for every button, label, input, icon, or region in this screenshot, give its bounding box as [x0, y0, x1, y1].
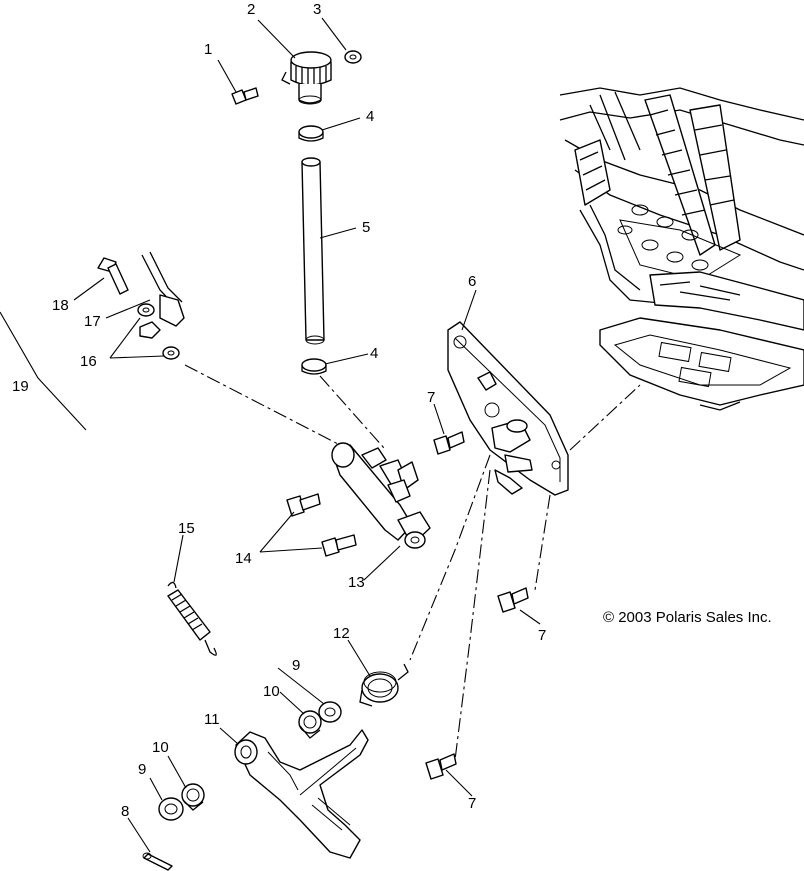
bolt-1: [231, 87, 259, 105]
callout-11: 11: [204, 711, 220, 728]
sealing-washers: [137, 303, 180, 360]
callout-13: 13: [348, 574, 365, 591]
brake-line: [141, 251, 185, 327]
banjo-bolt: [97, 257, 129, 295]
callout-15: 15: [178, 520, 195, 537]
callout-3: 3: [313, 1, 321, 18]
cotter-pin: [142, 852, 173, 871]
callout-1: 1: [204, 41, 212, 58]
bolt-7-upper: [433, 431, 465, 455]
callout-7-lower: 7: [468, 795, 476, 812]
mounting-plate: [447, 321, 569, 496]
callout-7-upper: 7: [427, 389, 435, 406]
callout-2: 2: [247, 1, 255, 18]
callout-9-lower: 9: [138, 761, 146, 778]
reservoir-cap: [281, 51, 332, 105]
hose-clamp-upper: [298, 125, 324, 142]
callout-numbers: 1 2 3 4 4 5 6 7 7 7 8 9 9 10 10 11 12 13…: [12, 1, 546, 820]
copyright-notice: © 2003 Polaris Sales Inc.: [603, 609, 772, 626]
callout-17: 17: [84, 313, 101, 330]
torsion-spring: [359, 663, 409, 707]
callout-19: 19: [12, 378, 29, 395]
brake-hose: [301, 157, 325, 345]
bushing-10-upper: [298, 710, 322, 739]
callout-8: 8: [121, 803, 129, 820]
washer-9-upper: [318, 701, 342, 723]
callout-4-lower: 4: [370, 345, 378, 362]
hose-clamp-lower: [301, 358, 327, 375]
bolt-7-middle: [497, 587, 529, 613]
callout-12: 12: [333, 625, 350, 642]
brake-pedal: [234, 729, 369, 859]
callout-9-upper: 9: [292, 657, 300, 674]
leader-lines: [0, 17, 541, 853]
washer-9-lower: [158, 797, 184, 821]
callout-10-upper: 10: [263, 683, 280, 700]
callout-4-upper: 4: [366, 108, 374, 125]
callout-5: 5: [362, 219, 370, 236]
assembly-lines: [184, 364, 641, 761]
cap-washer: [344, 50, 362, 64]
return-spring: [167, 581, 217, 656]
chassis-frame: [559, 87, 804, 411]
callout-10-lower: 10: [152, 739, 169, 756]
master-cylinder: [331, 442, 431, 549]
callout-6: 6: [468, 273, 476, 290]
callout-18: 18: [52, 297, 69, 314]
bolt-7-lower: [425, 753, 457, 780]
mounting-bolts-14: [286, 493, 357, 557]
callout-16: 16: [80, 353, 97, 370]
callout-7-middle: 7: [538, 627, 546, 644]
bushing-10-lower: [181, 783, 205, 811]
callout-14: 14: [235, 550, 252, 567]
